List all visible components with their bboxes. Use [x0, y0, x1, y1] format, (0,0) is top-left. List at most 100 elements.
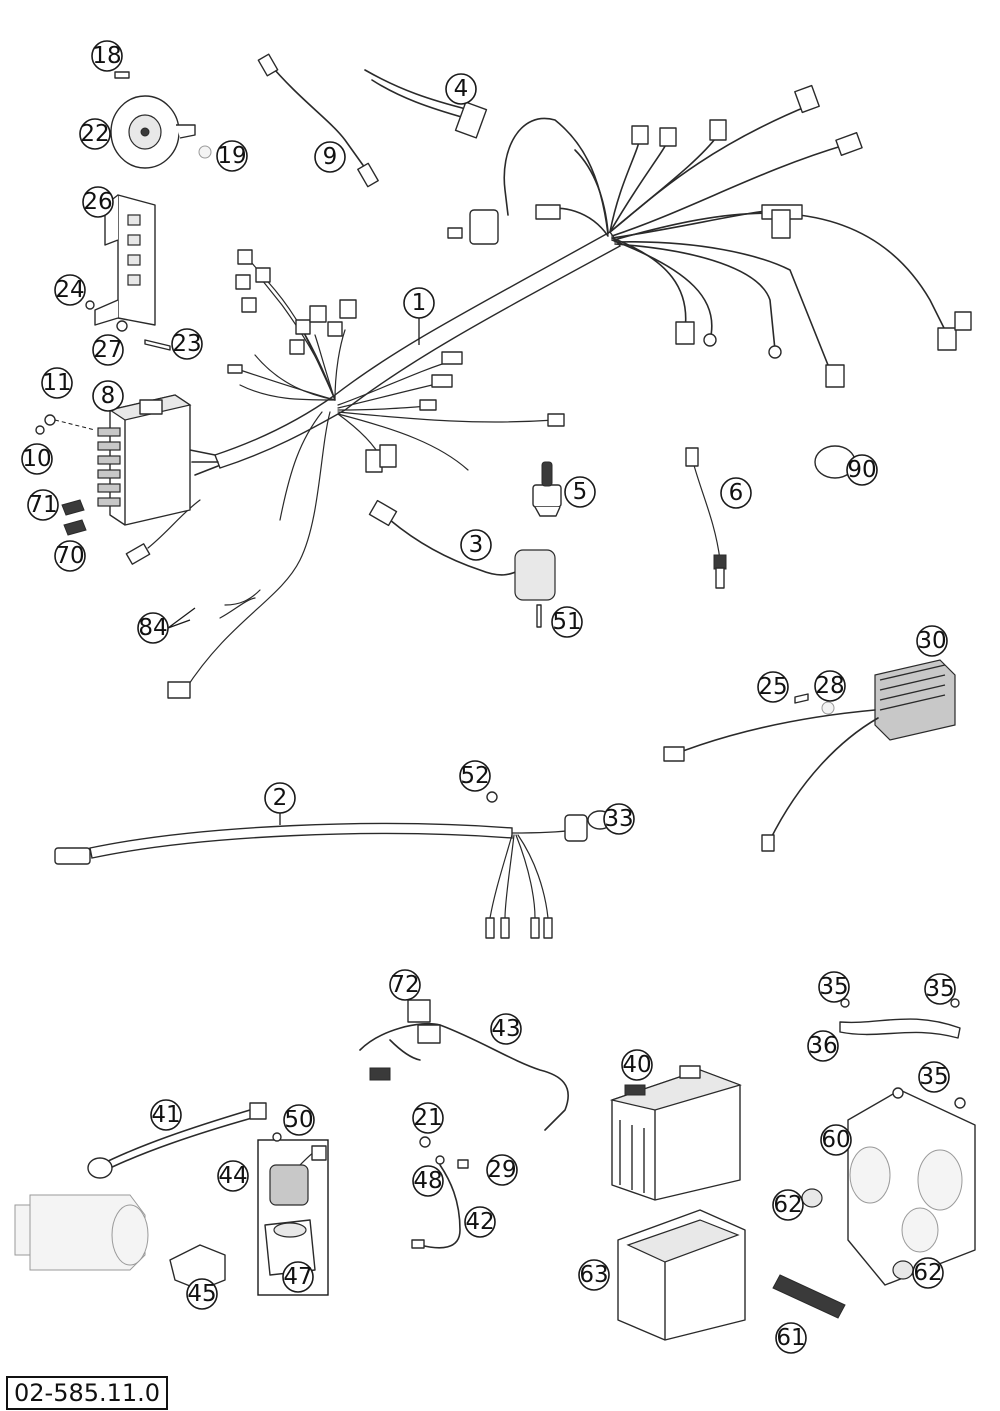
ground-cable-42	[411, 1136, 469, 1249]
callout-48: 48	[412, 1165, 444, 1197]
pad-61	[772, 1274, 846, 1319]
callout-10: 10	[21, 443, 53, 475]
svg-text:27: 27	[93, 337, 122, 363]
svg-text:18: 18	[92, 43, 121, 69]
callout-29: 29	[486, 1154, 518, 1186]
svg-text:22: 22	[80, 121, 109, 147]
voltage-regulator	[663, 659, 956, 852]
starter-motor	[14, 1194, 149, 1271]
starter-relay-box	[257, 1132, 329, 1296]
callout-1: 1	[403, 287, 435, 319]
svg-text:4: 4	[454, 76, 469, 102]
svg-text:3: 3	[469, 532, 484, 558]
callout-35a: 35	[818, 971, 850, 1003]
fuse-box	[97, 394, 192, 526]
svg-text:21: 21	[413, 1105, 442, 1131]
svg-text:25: 25	[758, 674, 787, 700]
callout-18: 18	[91, 40, 123, 72]
svg-text:70: 70	[55, 543, 84, 569]
svg-text:43: 43	[491, 1016, 520, 1042]
switch-5	[532, 461, 562, 517]
svg-text:60: 60	[821, 1127, 850, 1153]
horn	[110, 71, 212, 169]
callout-21: 21	[412, 1102, 444, 1134]
callout-52: 52	[459, 760, 491, 792]
callout-28: 28	[814, 670, 846, 702]
svg-text:6: 6	[729, 480, 744, 506]
svg-text:35: 35	[925, 976, 954, 1002]
strap-36	[839, 998, 961, 1039]
callout-41: 41	[150, 1099, 182, 1131]
callout-35c: 35	[918, 1061, 950, 1093]
svg-text:62: 62	[913, 1260, 942, 1286]
svg-text:8: 8	[101, 383, 116, 409]
svg-text:30: 30	[917, 628, 946, 654]
callout-51: 51	[551, 606, 583, 638]
callout-26: 26	[82, 186, 114, 218]
svg-text:44: 44	[218, 1163, 247, 1189]
callout-23: 23	[171, 328, 203, 360]
sensor-6	[685, 447, 727, 589]
callout-24: 24	[54, 274, 86, 306]
battery-cable-43	[359, 999, 569, 1131]
svg-text:51: 51	[552, 609, 581, 635]
svg-text:5: 5	[573, 479, 588, 505]
mounting-bracket	[85, 194, 171, 351]
svg-text:10: 10	[22, 446, 51, 472]
callout-45: 45	[186, 1278, 218, 1310]
callout-8: 8	[92, 380, 124, 412]
svg-text:41: 41	[151, 1102, 180, 1128]
callout-22: 22	[79, 118, 111, 150]
svg-text:19: 19	[217, 143, 246, 169]
cable-9	[257, 53, 379, 188]
callout-5: 5	[564, 476, 596, 508]
svg-text:61: 61	[776, 1325, 805, 1351]
callout-61: 61	[775, 1322, 807, 1354]
callout-62a: 62	[772, 1189, 804, 1221]
callout-2: 2	[264, 782, 296, 814]
svg-text:35: 35	[819, 974, 848, 1000]
svg-text:45: 45	[187, 1281, 216, 1307]
callout-72: 72	[389, 969, 421, 1001]
callout-63: 63	[578, 1259, 610, 1291]
svg-text:63: 63	[579, 1262, 608, 1288]
svg-text:29: 29	[487, 1157, 516, 1183]
svg-text:28: 28	[815, 673, 844, 699]
svg-text:11: 11	[42, 370, 71, 396]
cable-4	[364, 69, 488, 139]
svg-text:23: 23	[172, 331, 201, 357]
diagram-code: 02-585.11.0	[6, 1376, 169, 1410]
callout-62b: 62	[912, 1257, 944, 1289]
callout-44: 44	[217, 1160, 249, 1192]
fuse-box-hardware	[35, 414, 96, 536]
rear-harness	[54, 791, 613, 939]
callout-40: 40	[621, 1049, 653, 1081]
svg-text:48: 48	[413, 1168, 442, 1194]
svg-text:40: 40	[622, 1052, 651, 1078]
callout-19: 19	[216, 140, 248, 172]
callout-27: 27	[92, 334, 124, 366]
svg-text:36: 36	[808, 1033, 837, 1059]
callout-25: 25	[757, 671, 789, 703]
callout-3: 3	[460, 529, 492, 561]
callout-47: 47	[282, 1261, 314, 1293]
callout-33: 33	[603, 803, 635, 835]
callout-11: 11	[41, 367, 73, 399]
callouts: 1 2 3 4 5 6 8 9 10 11 18 19 21 22 23 24 …	[21, 40, 956, 1354]
callout-6: 6	[720, 477, 752, 509]
svg-text:47: 47	[283, 1264, 312, 1290]
svg-text:2: 2	[273, 785, 288, 811]
bracket-45	[169, 1244, 226, 1291]
cable-3	[368, 499, 556, 628]
callout-30: 30	[916, 625, 948, 657]
main-wiring-harness	[125, 84, 972, 699]
callout-60: 60	[820, 1124, 852, 1156]
callout-84: 84	[137, 612, 169, 644]
svg-text:1: 1	[412, 290, 427, 316]
callout-71: 71	[27, 489, 59, 521]
svg-text:90: 90	[847, 457, 876, 483]
callout-42: 42	[464, 1206, 496, 1238]
callout-43: 43	[490, 1013, 522, 1045]
callout-4: 4	[445, 73, 477, 105]
